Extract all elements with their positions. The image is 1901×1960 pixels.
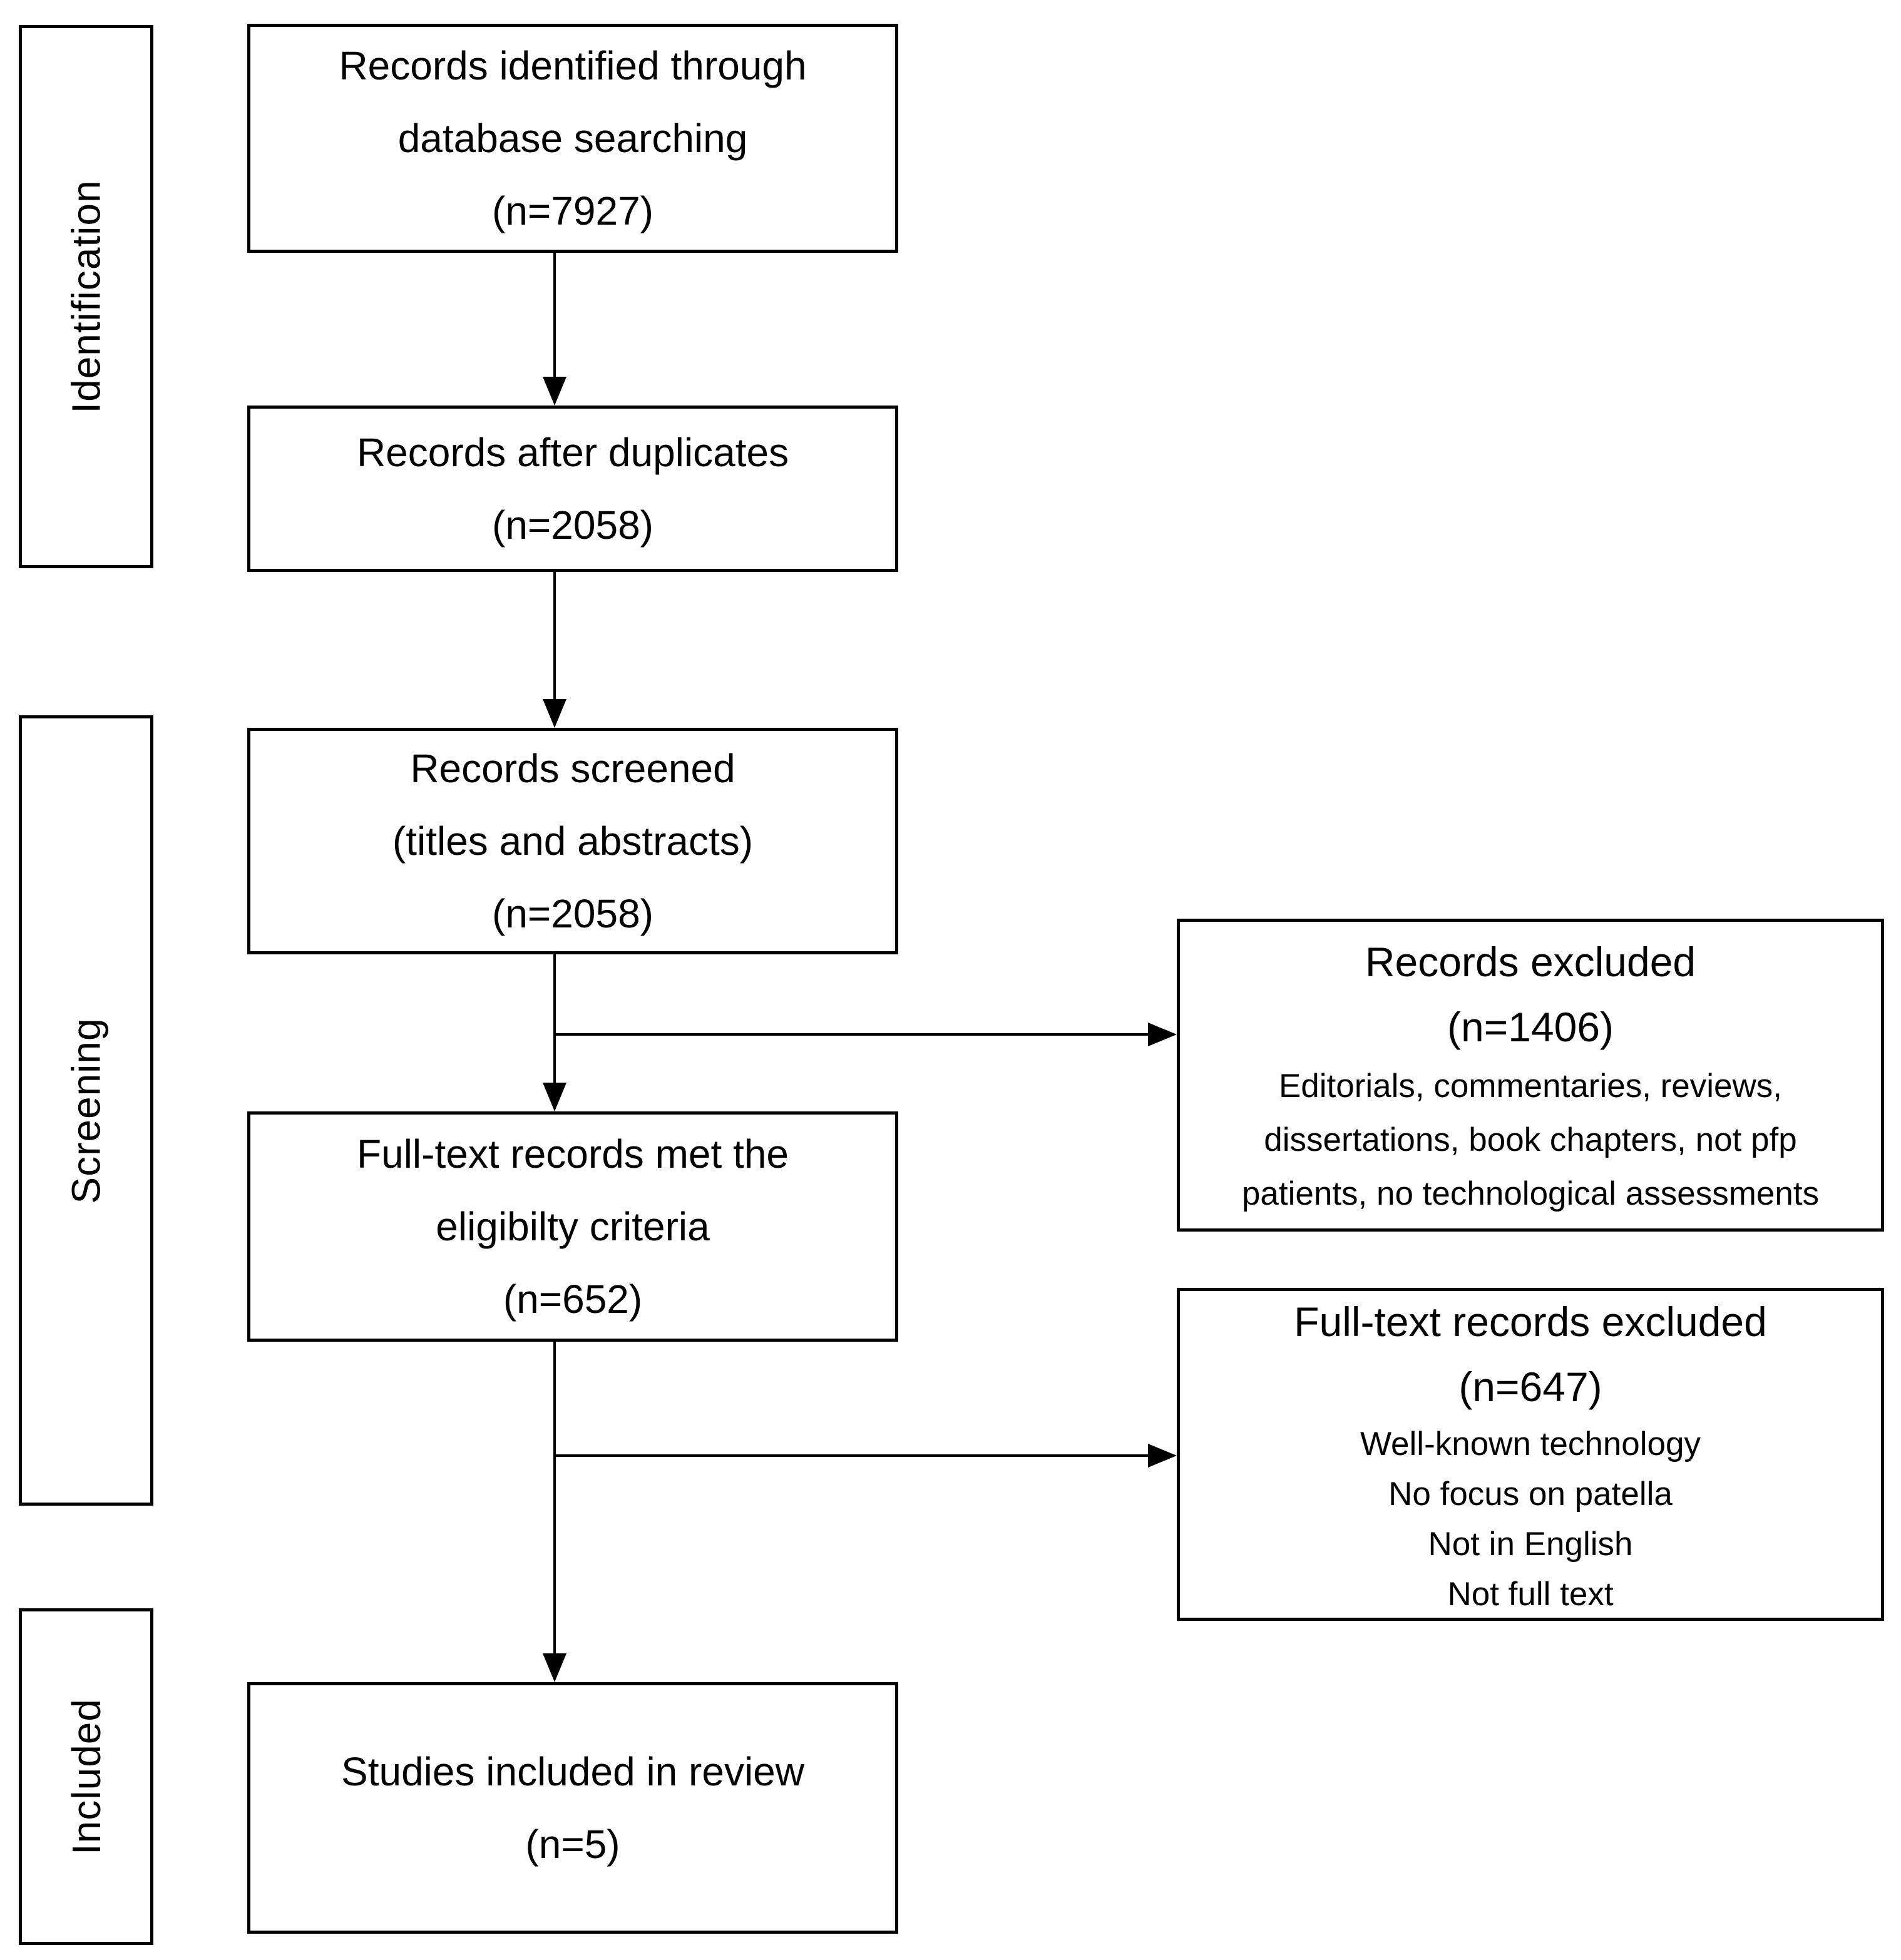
exclusion-box-detail-line: No focus on patella xyxy=(1388,1476,1673,1513)
exclusion-box-detail-line: Not full text xyxy=(1447,1576,1614,1613)
stage-label-screening: Screening xyxy=(63,1017,109,1204)
flow-box-text-line: database searching xyxy=(397,116,748,161)
exclusion-box-title: Full-text records excluded xyxy=(1294,1299,1767,1345)
exclusion-box-detail-line: patients, no technological assessments xyxy=(1241,1175,1820,1212)
arrowhead-down-icon xyxy=(543,1083,566,1111)
exclusion-box-count: (n=647) xyxy=(1458,1364,1602,1410)
flow-box-records-identified: Records identified through database sear… xyxy=(247,24,898,253)
flow-box-text-line: Records identified through xyxy=(339,43,807,88)
arrow-line xyxy=(553,253,556,378)
flow-box-text-line: (n=2058) xyxy=(492,891,653,936)
arrowhead-right-icon xyxy=(1148,1444,1177,1467)
stage-label-included: Included xyxy=(63,1698,109,1855)
exclusion-box-records-excluded: Records excluded (n=1406) Editorials, co… xyxy=(1177,919,1884,1232)
flow-box-text-line: (titles and abstracts) xyxy=(392,819,754,864)
arrowhead-right-icon xyxy=(1148,1023,1177,1046)
flow-box-text-line: Records after duplicates xyxy=(356,430,789,475)
exclusion-box-detail-line: Not in English xyxy=(1428,1526,1633,1563)
flow-box-text-line: eligibilty criteria xyxy=(436,1204,710,1249)
stage-box-identification: Identification xyxy=(19,25,153,568)
stage-label-identification: Identification xyxy=(63,180,109,414)
flow-box-text-line: Full-text records met the xyxy=(357,1131,789,1177)
arrow-line xyxy=(553,572,556,699)
flow-box-text-line: (n=7927) xyxy=(492,188,653,233)
exclusion-box-detail-line: Well-known technology xyxy=(1360,1426,1701,1462)
exclusion-box-full-text-excluded: Full-text records excluded (n=647) Well-… xyxy=(1177,1288,1884,1621)
stage-box-screening: Screening xyxy=(19,715,153,1506)
flow-box-text-line: Records screened xyxy=(410,746,735,791)
flow-box-text-line: (n=652) xyxy=(503,1277,643,1322)
arrowhead-down-icon xyxy=(543,377,566,406)
flow-box-records-after-duplicates: Records after duplicates (n=2058) xyxy=(247,406,898,572)
arrow-line xyxy=(555,1033,1148,1036)
arrow-line xyxy=(553,1342,556,1653)
arrowhead-down-icon xyxy=(543,1653,566,1682)
exclusion-box-title: Records excluded xyxy=(1365,939,1696,985)
flow-box-text-line: (n=5) xyxy=(525,1822,620,1867)
arrow-line xyxy=(555,1454,1148,1457)
arrow-line xyxy=(553,954,556,1083)
flow-box-studies-included: Studies included in review (n=5) xyxy=(247,1682,898,1934)
flow-box-full-text-eligibility: Full-text records met the eligibilty cri… xyxy=(247,1111,898,1342)
stage-box-included: Included xyxy=(19,1608,153,1945)
flow-box-records-screened: Records screened (titles and abstracts) … xyxy=(247,728,898,954)
flow-box-text-line: (n=2058) xyxy=(492,503,653,548)
flow-box-text-line: Studies included in review xyxy=(341,1749,804,1794)
exclusion-box-count: (n=1406) xyxy=(1447,1004,1614,1050)
arrowhead-down-icon xyxy=(543,699,566,728)
exclusion-box-detail-line: dissertations, book chapters, not pfp xyxy=(1264,1121,1797,1158)
exclusion-box-detail-line: Editorials, commentaries, reviews, xyxy=(1278,1068,1783,1105)
